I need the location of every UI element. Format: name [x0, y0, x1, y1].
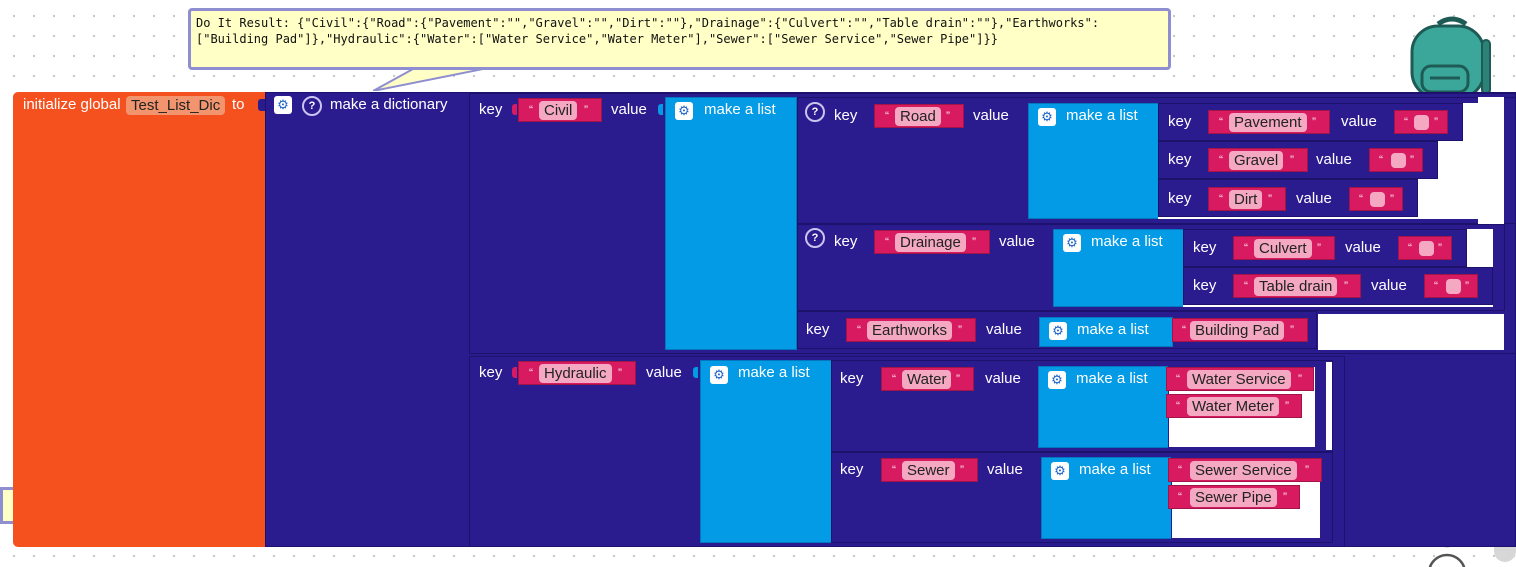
text-water-meter[interactable]: Water Meter: [1187, 397, 1279, 416]
key-label: key: [834, 107, 858, 124]
make-list-label: make a list: [1079, 461, 1151, 478]
help-icon[interactable]: ?: [805, 102, 825, 122]
key-label: key: [479, 101, 503, 118]
make-dictionary-label: make a dictionary: [330, 96, 448, 113]
text-road[interactable]: Road: [895, 107, 941, 126]
key-label: key: [806, 321, 830, 338]
text-earthworks[interactable]: Earthworks: [867, 321, 953, 340]
value-label: value: [1345, 239, 1381, 256]
key-label: key: [840, 370, 864, 387]
help-icon[interactable]: ?: [805, 228, 825, 248]
key-label: key: [840, 461, 864, 478]
empty-list-socket[interactable]: [1164, 519, 1169, 530]
text-hydraulic[interactable]: Hydraulic: [539, 364, 612, 383]
make-list-label: make a list: [1066, 107, 1138, 124]
gear-icon[interactable]: ⚙: [710, 366, 728, 384]
value-label: value: [1371, 277, 1407, 294]
value-label: value: [646, 364, 682, 381]
text-gravel[interactable]: Gravel: [1229, 151, 1284, 170]
block-connector: [258, 99, 265, 111]
key-label: key: [1168, 151, 1192, 168]
civil-trailing-slot: [1478, 97, 1504, 224]
do-it-result-tooltip: Do It Result: {"Civil":{"Road":{"Pavemen…: [188, 8, 1171, 70]
text-dirt[interactable]: Dirt: [1229, 190, 1263, 209]
text-water[interactable]: Water: [902, 370, 952, 389]
empty-text-field[interactable]: [1446, 279, 1461, 294]
water-trailing-slot: [1326, 362, 1332, 450]
make-list-label: make a list: [1076, 370, 1148, 387]
value-socket: [512, 367, 517, 378]
text-building-pad[interactable]: Building Pad: [1190, 321, 1285, 340]
make-list-label: make a list: [1091, 233, 1163, 250]
text-table-drain[interactable]: Table drain: [1254, 277, 1338, 296]
value-label: value: [986, 321, 1022, 338]
empty-list-socket[interactable]: [1161, 428, 1166, 439]
empty-text-field[interactable]: [1391, 153, 1406, 168]
tooltip-tail: [372, 68, 484, 92]
make-list-label: make a list: [738, 364, 810, 381]
do-it-result-text: Do It Result: {"Civil":{"Road":{"Pavemen…: [196, 16, 1100, 46]
backpack-icon[interactable]: [1408, 14, 1496, 102]
make-list-label: make a list: [1077, 321, 1149, 338]
value-label: value: [987, 461, 1023, 478]
key-label: key: [1168, 190, 1192, 207]
gear-icon[interactable]: ⚙: [1049, 322, 1067, 340]
key-label: key: [834, 233, 858, 250]
value-label: value: [1316, 151, 1352, 168]
value-label: value: [1296, 190, 1332, 207]
key-label: key: [1168, 113, 1192, 130]
empty-text-field[interactable]: [1419, 241, 1434, 256]
key-label: key: [1193, 277, 1217, 294]
text-sewer[interactable]: Sewer: [902, 461, 955, 480]
value-label: value: [611, 101, 647, 118]
value-socket: [693, 367, 698, 378]
make-list-label: make a list: [704, 101, 776, 118]
make-list-block-civil[interactable]: [665, 97, 797, 350]
earthworks-trailing-slot: [1318, 314, 1504, 350]
value-label: value: [973, 107, 1009, 124]
help-icon[interactable]: ?: [302, 96, 322, 116]
gear-icon[interactable]: ⚙: [1051, 462, 1069, 480]
initialize-global-label: initialize global: [23, 96, 121, 113]
make-list-block-hydraulic[interactable]: [700, 360, 832, 543]
key-label: key: [1193, 239, 1217, 256]
value-socket: [512, 104, 517, 115]
value-socket: [658, 104, 663, 115]
variable-name-field[interactable]: Test_List_Dic: [126, 96, 226, 115]
text-sewer-pipe[interactable]: Sewer Pipe: [1190, 488, 1277, 507]
text-drainage[interactable]: Drainage: [895, 233, 966, 252]
text-pavement[interactable]: Pavement: [1229, 113, 1307, 132]
text-water-service[interactable]: Water Service: [1187, 370, 1291, 389]
value-label: value: [1341, 113, 1377, 130]
empty-text-field[interactable]: [1370, 192, 1385, 207]
text-sewer-service[interactable]: Sewer Service: [1190, 461, 1297, 480]
gear-icon[interactable]: ⚙: [1038, 108, 1056, 126]
gear-icon[interactable]: ⚙: [274, 96, 292, 114]
initialize-global-block[interactable]: [13, 92, 265, 547]
zoom-out-icon[interactable]: [1426, 552, 1468, 567]
gear-icon[interactable]: ⚙: [1063, 234, 1081, 252]
to-label: to: [232, 96, 245, 113]
gear-icon[interactable]: ⚙: [675, 102, 693, 120]
value-label: value: [999, 233, 1035, 250]
value-label: value: [985, 370, 1021, 387]
key-label: key: [479, 364, 503, 381]
gear-icon[interactable]: ⚙: [1048, 371, 1066, 389]
empty-text-field[interactable]: [1414, 115, 1429, 130]
text-culvert[interactable]: Culvert: [1254, 239, 1312, 258]
text-civil[interactable]: Civil: [539, 101, 578, 120]
